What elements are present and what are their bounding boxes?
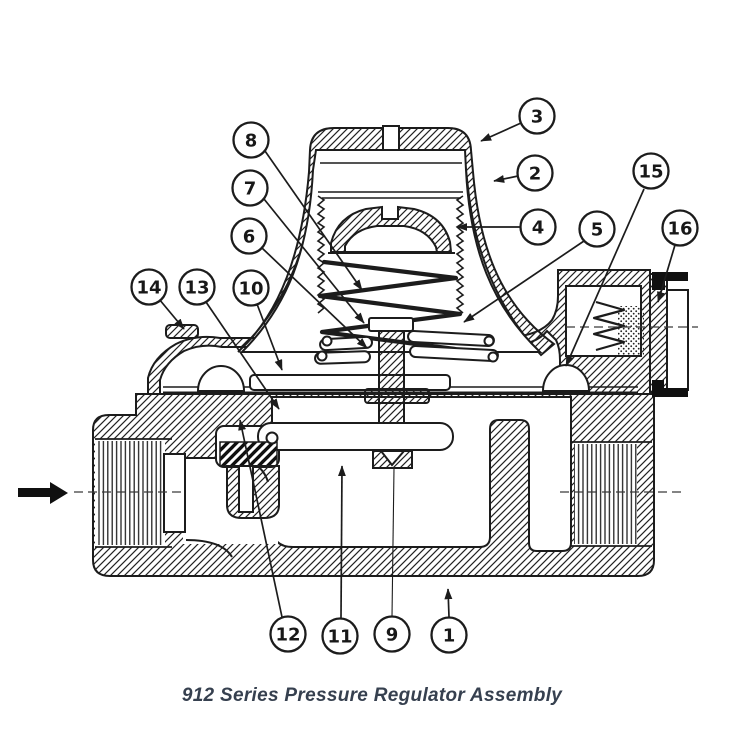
svg-text:13: 13 bbox=[184, 278, 209, 299]
stem-flange bbox=[364, 388, 430, 404]
svg-text:5: 5 bbox=[591, 220, 604, 241]
callout-3: 3 bbox=[480, 97, 556, 142]
diaphragm-convolution-left bbox=[196, 365, 246, 392]
main-spring bbox=[317, 259, 463, 352]
body-casting bbox=[92, 393, 655, 577]
callout-9: 9 bbox=[373, 467, 411, 653]
lever-pivot-pin bbox=[265, 431, 279, 445]
svg-text:1: 1 bbox=[443, 626, 456, 647]
svg-text:9: 9 bbox=[386, 625, 399, 646]
callout-6: 6 bbox=[230, 217, 368, 349]
callout-4: 4 bbox=[456, 208, 557, 246]
bonnet bbox=[237, 125, 556, 357]
svg-text:4: 4 bbox=[532, 218, 545, 239]
svg-text:10: 10 bbox=[238, 279, 263, 300]
callout-5: 5 bbox=[463, 210, 616, 323]
outlet-port-threads bbox=[571, 441, 652, 547]
svg-text:11: 11 bbox=[327, 627, 352, 648]
callout-8: 8 bbox=[232, 121, 363, 291]
diaphragm-plate bbox=[249, 374, 451, 391]
svg-text:2: 2 bbox=[529, 164, 542, 185]
callout-7: 7 bbox=[231, 169, 365, 324]
callout-10: 10 bbox=[232, 269, 283, 371]
stem-cap bbox=[368, 317, 414, 332]
svg-text:8: 8 bbox=[245, 131, 258, 152]
callout-15: 15 bbox=[565, 152, 670, 367]
svg-text:7: 7 bbox=[244, 179, 257, 200]
seat-holder bbox=[226, 465, 280, 519]
relief-valve-zigzag bbox=[592, 300, 626, 352]
svg-text:16: 16 bbox=[667, 219, 692, 240]
lever-arm bbox=[257, 422, 454, 451]
callout-11: 11 bbox=[321, 465, 359, 655]
svg-text:15: 15 bbox=[638, 162, 663, 183]
flow-arrow bbox=[18, 482, 68, 504]
cap-screw-slot bbox=[382, 125, 400, 151]
callout-14: 14 bbox=[130, 268, 185, 330]
callout-12: 12 bbox=[238, 419, 307, 653]
svg-text:6: 6 bbox=[243, 227, 256, 248]
bonnet-thread-right bbox=[455, 195, 465, 314]
callout-13: 13 bbox=[178, 268, 280, 410]
vent-screen bbox=[618, 306, 644, 356]
callout-2: 2 bbox=[493, 154, 554, 192]
thread-relief-groove bbox=[163, 453, 186, 533]
adjusting-nut bbox=[328, 205, 455, 254]
pipe-adapter bbox=[649, 272, 689, 397]
figure-caption: 912 Series Pressure Regulator Assembly bbox=[182, 685, 563, 706]
svg-text:12: 12 bbox=[275, 625, 300, 646]
callouts: 1 9 11 12 13 14 10 bbox=[130, 97, 699, 655]
bonnet-thread-left bbox=[316, 195, 326, 314]
callout-16: 16 bbox=[657, 209, 699, 303]
valve-lever-assembly bbox=[215, 422, 454, 519]
svg-text:3: 3 bbox=[531, 107, 544, 128]
callout-1: 1 bbox=[430, 588, 468, 654]
inlet-port-threads bbox=[95, 438, 186, 548]
svg-text:14: 14 bbox=[136, 278, 161, 299]
